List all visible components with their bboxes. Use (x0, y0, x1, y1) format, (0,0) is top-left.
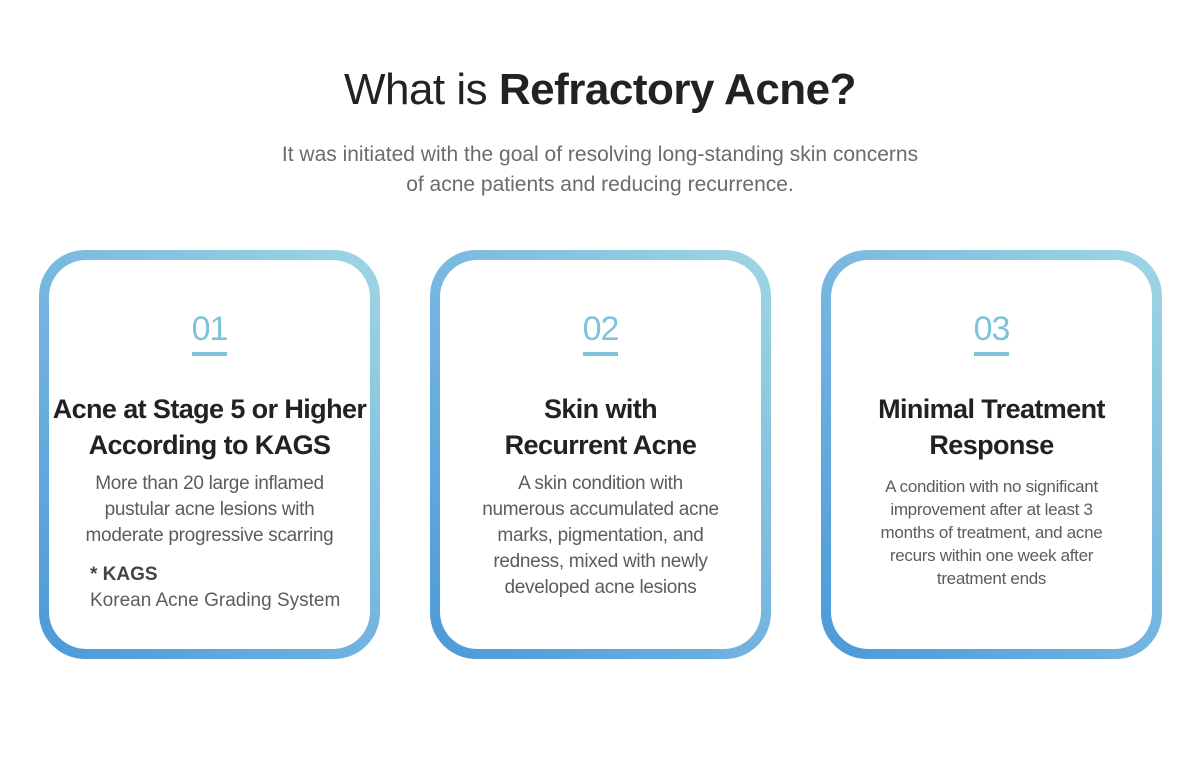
card-title-line: Minimal Treatment (878, 394, 1105, 424)
card-description-line: treatment ends (936, 569, 1047, 588)
card-description: A condition with no significant improvem… (831, 475, 1152, 590)
card-description-line: A skin condition with (518, 473, 683, 494)
card-title: Acne at Stage 5 or Higher According to K… (49, 391, 370, 463)
card-number-label: 03 (973, 310, 1010, 356)
card-title-line: Skin with (543, 394, 658, 424)
card-number-label: 02 (582, 310, 619, 356)
page-title: What is Refractory Acne? (0, 62, 1200, 118)
card-title-line: Acne at Stage 5 or Higher (52, 394, 367, 424)
card-title: Minimal Treatment Response (831, 391, 1152, 463)
card-description-line: pustular acne lesions with (104, 499, 315, 520)
card-title-line: Recurrent Acne (504, 430, 697, 460)
card-description-line: months of treatment, and acne (880, 523, 1103, 542)
footnote-label: * KAGS (90, 564, 158, 585)
card-title-line: According to KAGS (88, 430, 331, 460)
card-description: More than 20 large inflamed pustular acn… (49, 471, 370, 549)
card-description-line: recurs within one week after (889, 546, 1094, 565)
card-description-line: More than 20 large inflamed (95, 473, 324, 494)
criteria-card-2: 02 Skin with Recurrent Acne A skin condi… (430, 250, 771, 659)
criteria-card-1: 01 Acne at Stage 5 or Higher According t… (39, 250, 380, 659)
card-description-line: improvement after at least 3 (890, 500, 1093, 519)
card-title-line: Response (929, 430, 1054, 460)
card-description-line: moderate progressive scarring (85, 525, 334, 546)
card-number-label: 01 (191, 310, 228, 356)
card-number: 03 (831, 310, 1152, 356)
page-subtitle: It was initiated with the goal of resolv… (0, 140, 1200, 200)
page-title-emphasis: Refractory Acne? (498, 65, 857, 114)
card-body: 02 Skin with Recurrent Acne A skin condi… (440, 260, 761, 649)
card-description-line: A condition with no significant (885, 477, 1098, 496)
card-description-line: developed acne lesions (504, 577, 697, 598)
card-title: Skin with Recurrent Acne (440, 391, 761, 463)
subtitle-line: It was initiated with the goal of resolv… (281, 143, 919, 166)
card-body: 03 Minimal Treatment Response A conditio… (831, 260, 1152, 649)
subtitle-line: of acne patients and reducing recurrence… (406, 173, 794, 196)
page-title-prefix: What is (343, 65, 499, 114)
card-description-line: marks, pigmentation, and (497, 525, 704, 546)
card-number: 01 (49, 310, 370, 356)
kags-footnote: * KAGS Korean Acne Grading System (90, 562, 340, 614)
card-number: 02 (440, 310, 761, 356)
card-description-line: numerous accumulated acne (482, 499, 719, 520)
card-description: A skin condition with numerous accumulat… (440, 471, 761, 601)
criteria-card-3: 03 Minimal Treatment Response A conditio… (821, 250, 1162, 659)
card-description-line: redness, mixed with newly (493, 551, 708, 572)
card-body: 01 Acne at Stage 5 or Higher According t… (49, 260, 370, 649)
footnote-text: Korean Acne Grading System (90, 590, 341, 611)
